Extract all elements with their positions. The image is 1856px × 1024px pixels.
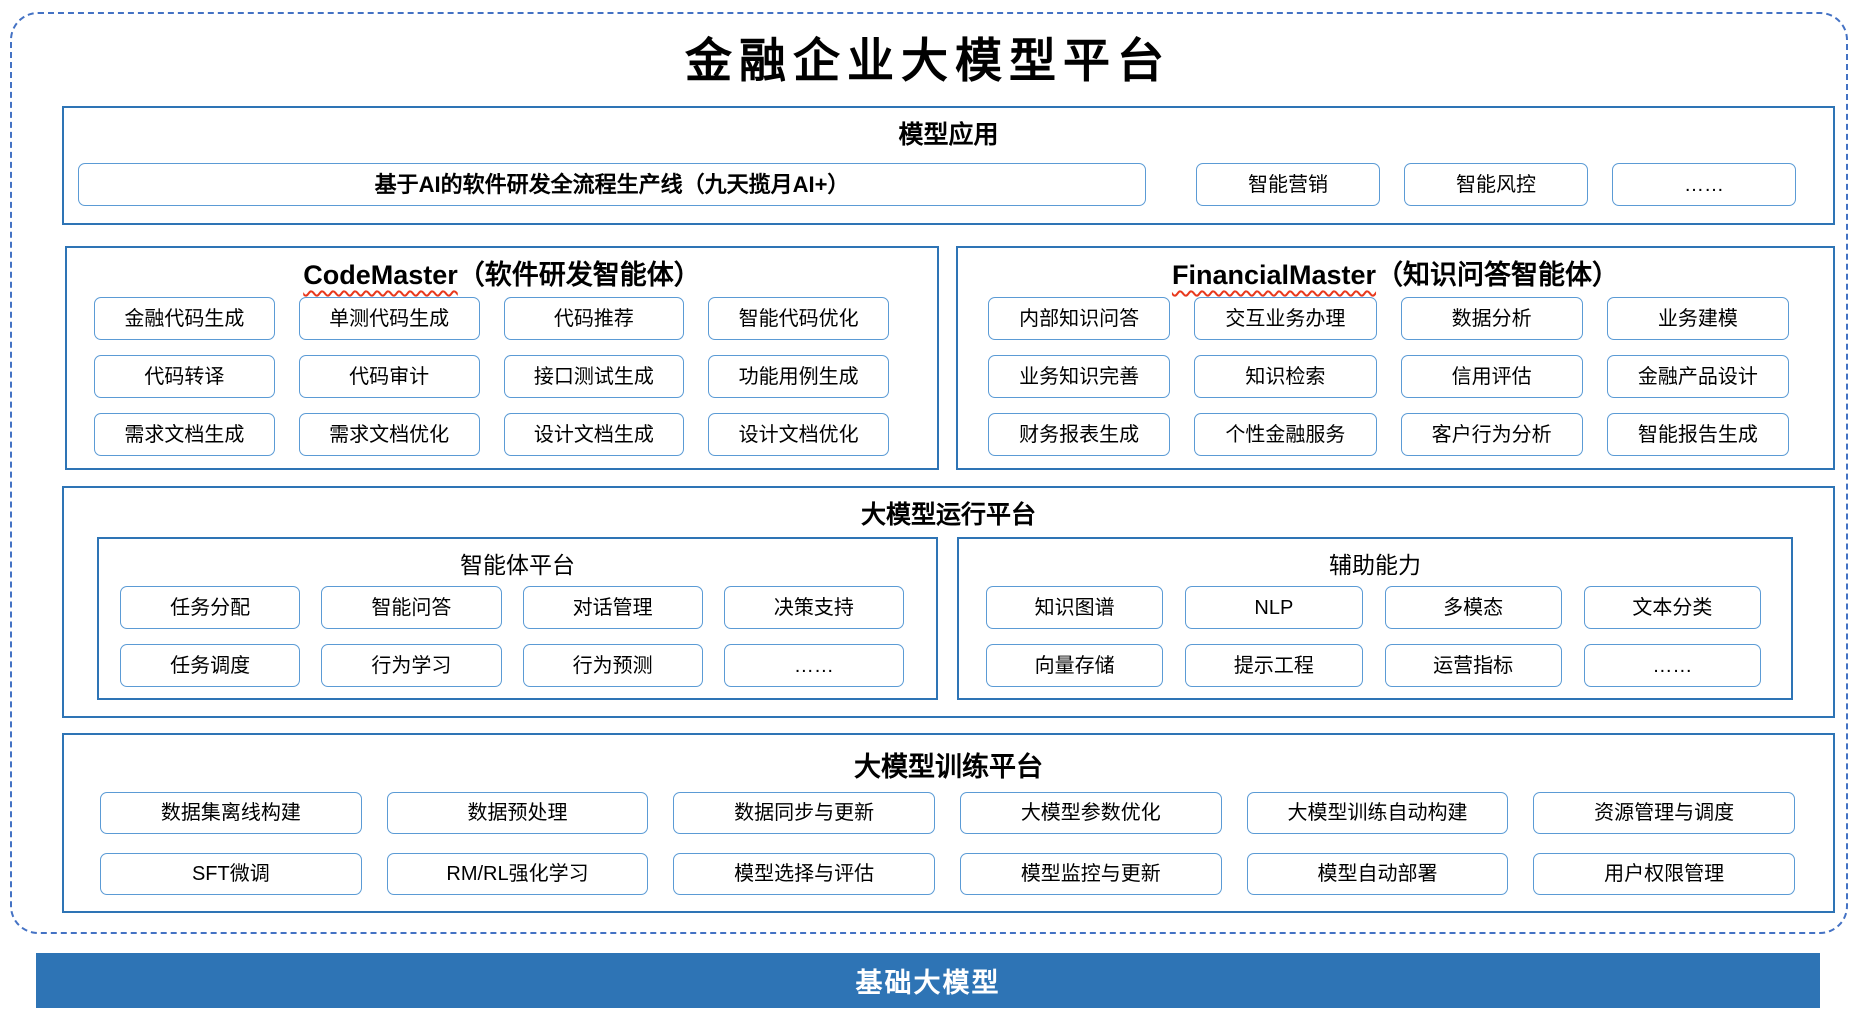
financialmaster-grid: 内部知识问答 交互业务办理 数据分析 业务建模 业务知识完善 知识检索 信用评估… <box>988 297 1789 456</box>
codemaster-item: 设计文档优化 <box>708 413 889 456</box>
aux-item: 运营指标 <box>1384 644 1562 687</box>
section-runtime-platform: 大模型运行平台 智能体平台 任务分配 智能问答 对话管理 决策支持 任务调度 行… <box>62 486 1835 718</box>
codemaster-grid: 金融代码生成 单测代码生成 代码推荐 智能代码优化 代码转译 代码审计 接口测试… <box>94 297 889 456</box>
codemaster-item: 设计文档生成 <box>503 413 685 456</box>
panel-aux-capabilities: 辅助能力 知识图谱 NLP 多模态 文本分类 向量存储 提示工程 运营指标 …… <box>957 537 1793 700</box>
codemaster-heading: CodeMaster（软件研发智能体） <box>67 248 937 292</box>
agent-platform-grid: 任务分配 智能问答 对话管理 决策支持 任务调度 行为学习 行为预测 …… <box>120 586 904 687</box>
financialmaster-name-zh: （知识问答智能体） <box>1376 260 1620 290</box>
financialmaster-item: 业务知识完善 <box>988 355 1171 398</box>
training-heading: 大模型训练平台 <box>854 752 1043 782</box>
codemaster-item: 代码审计 <box>298 355 480 398</box>
training-item: 资源管理与调度 <box>1533 792 1795 834</box>
agent-item: …… <box>723 644 904 687</box>
aux-item: 向量存储 <box>986 644 1164 687</box>
training-item: 用户权限管理 <box>1533 853 1795 895</box>
codemaster-item: 单测代码生成 <box>298 297 480 340</box>
runtime-heading: 大模型运行平台 <box>860 501 1036 529</box>
financialmaster-item: 金融产品设计 <box>1606 355 1789 398</box>
codemaster-name-zh: （软件研发智能体） <box>457 260 701 290</box>
financialmaster-item: 个性金融服务 <box>1194 413 1377 456</box>
aux-item: 知识图谱 <box>986 586 1164 629</box>
training-item: SFT微调 <box>100 853 362 895</box>
codemaster-item: 接口测试生成 <box>503 355 685 398</box>
agent-item: 对话管理 <box>522 586 703 629</box>
codemaster-item: 智能代码优化 <box>708 297 889 340</box>
training-item: 数据集离线构建 <box>100 792 362 834</box>
aux-heading: 辅助能力 <box>1329 552 1421 578</box>
training-item: 模型自动部署 <box>1246 853 1509 895</box>
codemaster-item: 金融代码生成 <box>94 297 275 340</box>
panel-codemaster: CodeMaster（软件研发智能体） 金融代码生成 单测代码生成 代码推荐 智… <box>65 246 939 470</box>
agent-item: 任务分配 <box>120 586 301 629</box>
financialmaster-item: 客户行为分析 <box>1400 413 1583 456</box>
section-model-applications: 模型应用 基于AI的软件研发全流程生产线（九天揽月AI+） 智能营销 智能风控 … <box>62 106 1835 225</box>
agent-item: 行为学习 <box>321 644 502 687</box>
codemaster-item: 代码转译 <box>94 355 275 398</box>
agent-item: 智能问答 <box>321 586 502 629</box>
training-item: RM/RL强化学习 <box>386 853 649 895</box>
financialmaster-item: 智能报告生成 <box>1606 413 1789 456</box>
financialmaster-item: 知识检索 <box>1194 355 1377 398</box>
financialmaster-heading: FinancialMaster（知识问答智能体） <box>958 248 1833 292</box>
aux-item: …… <box>1583 644 1761 687</box>
agent-item: 任务调度 <box>120 644 301 687</box>
training-item: 大模型训练自动构建 <box>1246 792 1509 834</box>
aux-item: 文本分类 <box>1583 586 1761 629</box>
training-item: 数据同步与更新 <box>673 792 935 834</box>
app-box-ellipsis: …… <box>1612 163 1796 206</box>
training-item: 数据预处理 <box>386 792 649 834</box>
app-box-risk-control: 智能风控 <box>1404 163 1588 206</box>
codemaster-item: 代码推荐 <box>503 297 685 340</box>
aux-item: NLP <box>1185 586 1363 629</box>
financialmaster-item: 财务报表生成 <box>988 413 1171 456</box>
training-item: 模型选择与评估 <box>673 853 935 895</box>
codemaster-item: 功能用例生成 <box>708 355 889 398</box>
page-title: 金融企业大模型平台 <box>685 34 1171 89</box>
agent-platform-heading: 智能体平台 <box>460 552 575 578</box>
outer-dashed-frame <box>10 12 1848 934</box>
codemaster-item: 需求文档优化 <box>298 413 480 456</box>
financialmaster-item: 内部知识问答 <box>988 297 1171 340</box>
financialmaster-name-en: FinancialMaster <box>1171 260 1377 290</box>
panel-financialmaster: FinancialMaster（知识问答智能体） 内部知识问答 交互业务办理 数… <box>956 246 1835 470</box>
base-model-bar: 基础大模型 <box>36 953 1820 1008</box>
aux-item: 提示工程 <box>1185 644 1363 687</box>
model-applications-heading: 模型应用 <box>898 121 999 149</box>
financialmaster-item: 信用评估 <box>1400 355 1583 398</box>
agent-item: 决策支持 <box>723 586 904 629</box>
training-item: 大模型参数优化 <box>959 792 1222 834</box>
financialmaster-item: 交互业务办理 <box>1194 297 1377 340</box>
agent-item: 行为预测 <box>522 644 703 687</box>
codemaster-item: 需求文档生成 <box>94 413 275 456</box>
financialmaster-item: 数据分析 <box>1400 297 1583 340</box>
codemaster-name-en: CodeMaster <box>303 260 458 290</box>
app-box-marketing: 智能营销 <box>1196 163 1380 206</box>
training-item: 模型监控与更新 <box>959 853 1222 895</box>
app-box-ai-pipeline: 基于AI的软件研发全流程生产线（九天揽月AI+） <box>78 163 1146 206</box>
training-grid: 数据集离线构建 数据预处理 数据同步与更新 大模型参数优化 大模型训练自动构建 … <box>100 792 1795 895</box>
aux-grid: 知识图谱 NLP 多模态 文本分类 向量存储 提示工程 运营指标 …… <box>986 586 1761 687</box>
section-training-platform: 大模型训练平台 数据集离线构建 数据预处理 数据同步与更新 大模型参数优化 大模… <box>62 733 1835 913</box>
panel-agent-platform: 智能体平台 任务分配 智能问答 对话管理 决策支持 任务调度 行为学习 行为预测… <box>97 537 938 700</box>
aux-item: 多模态 <box>1384 586 1562 629</box>
financialmaster-item: 业务建模 <box>1606 297 1789 340</box>
model-applications-row: 基于AI的软件研发全流程生产线（九天揽月AI+） 智能营销 智能风控 …… <box>78 163 1820 206</box>
